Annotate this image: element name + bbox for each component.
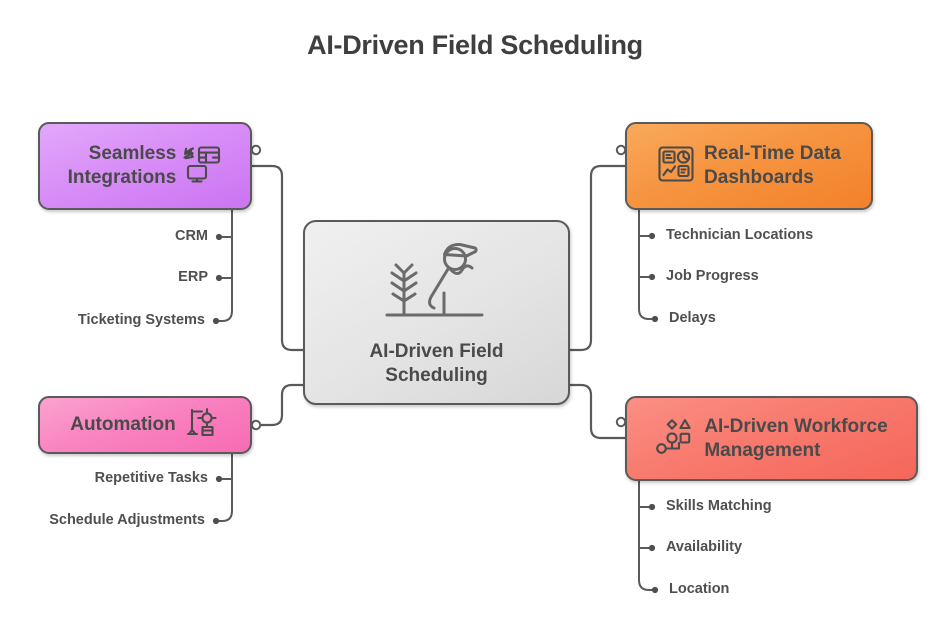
leaf-workforce-location[interactable]: Location [669,581,730,597]
connector-integrations [250,164,305,352]
shapes-cluster-icon [655,417,695,460]
dots-integrations [212,233,223,325]
node-automation[interactable]: Automation [38,396,252,454]
port-dashboards [615,144,627,156]
leaf-workforce-availability[interactable]: Availability [666,539,743,555]
node-seamless-integrations[interactable]: Seamless Integrations [38,122,252,210]
port-workforce [615,416,627,428]
dots-dashboards [648,232,659,323]
dashboard-charts-icon [657,145,695,188]
connector-workforce [568,383,627,440]
bracket-dashboards [638,209,654,320]
integrations-sync-monitor-icon [182,145,222,188]
field-worker-icon [382,237,490,328]
leaf-dashboards-delays[interactable]: Delays [669,310,716,326]
leaf-workforce-skills-matching[interactable]: Skills Matching [666,498,772,514]
connector-dashboards [568,164,627,352]
dots-automation [212,475,223,525]
port-integrations [250,144,262,156]
node-label-center: AI-Driven Field Scheduling [369,341,504,386]
leaf-integrations-ticketing-systems[interactable]: Ticketing Systems [77,312,205,328]
node-ai-driven-workforce-management[interactable]: AI-Driven Workforce Management [625,396,918,481]
leaf-automation-repetitive-tasks[interactable]: Repetitive Tasks [94,470,208,486]
leaf-dashboards-job-progress[interactable]: Job Progress [666,268,759,284]
connector-automation [250,383,305,427]
bracket-workforce [638,480,654,591]
node-real-time-data-dashboards[interactable]: Real-Time Data Dashboards [625,122,873,210]
dots-workforce [648,503,659,594]
robotic-arm-icon [184,405,220,446]
node-label-dashboards: Real-Time Data Dashboards [704,143,841,188]
page-title: AI-Driven Field Scheduling [307,30,643,60]
node-center-ai-driven-field-scheduling[interactable]: AI-Driven Field Scheduling [303,220,570,405]
node-label-automation: Automation [70,414,176,436]
bracket-automation [217,453,233,522]
leaf-integrations-crm[interactable]: CRM [174,228,208,244]
bracket-integrations [217,209,233,322]
node-label-integrations: Seamless Integrations [67,143,177,188]
leaf-integrations-erp[interactable]: ERP [178,269,208,285]
port-automation [250,419,262,431]
leaf-automation-schedule-adjustments[interactable]: Schedule Adjustments [49,512,205,528]
leaf-dashboards-technician-locations[interactable]: Technician Locations [666,227,814,243]
node-label-workforce: AI-Driven Workforce Management [704,415,888,461]
